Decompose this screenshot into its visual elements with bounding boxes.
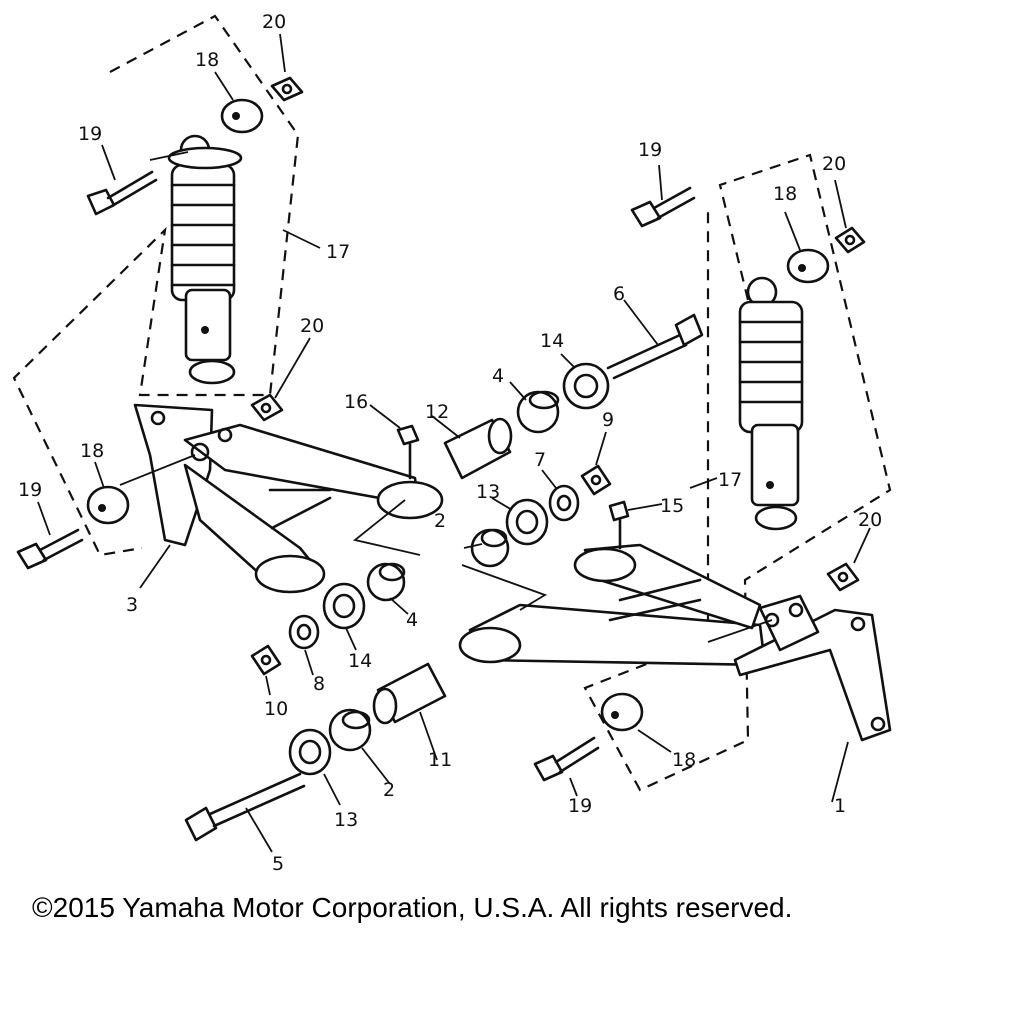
callout-label: 17 xyxy=(326,241,350,263)
callout-label: 19 xyxy=(18,479,42,501)
callout-label: 1 xyxy=(834,795,846,817)
nut-20-top-right xyxy=(834,226,866,254)
right-a-arm xyxy=(458,543,892,742)
bolt-19-mid-left xyxy=(16,528,84,570)
washer-8 xyxy=(288,614,320,650)
nut-20-top-left xyxy=(270,76,304,102)
callout-label: 18 xyxy=(672,749,696,771)
guide-lines xyxy=(119,151,773,643)
bushing-18-mid-left xyxy=(86,485,130,525)
copyright-notice: ©2015 Yamaha Motor Corporation, U.S.A. A… xyxy=(32,892,793,923)
nut-20-right xyxy=(826,562,860,592)
bushing-18-top-right xyxy=(786,248,830,284)
callout-label: 4 xyxy=(406,609,418,631)
callout-label: 19 xyxy=(638,139,662,161)
suspension-exploded-diagram: 20 18 19 17 20 18 19 3 16 12 4 14 6 9 7 … xyxy=(12,11,892,875)
callout-label: 11 xyxy=(428,749,452,771)
washer-14-low xyxy=(322,582,366,630)
nut-20-mid-left xyxy=(250,393,284,422)
bushing-2-mid xyxy=(470,528,510,568)
washer-14-top xyxy=(562,362,610,410)
callout-label: 18 xyxy=(80,440,104,462)
bushing-4-top xyxy=(516,390,560,434)
callout-label: 20 xyxy=(262,11,286,33)
nut-10 xyxy=(250,644,282,676)
callout-label: 2 xyxy=(434,510,446,532)
callout-label: 3 xyxy=(126,594,138,616)
bolt-19-top-left xyxy=(86,170,158,216)
collar-12 xyxy=(443,417,513,480)
callout-label: 6 xyxy=(613,283,625,305)
bushing-2-low xyxy=(328,708,372,752)
callout-label: 7 xyxy=(534,449,546,471)
grease-nipple-15 xyxy=(608,500,630,550)
left-shock-absorber xyxy=(167,134,243,385)
callout-label: 14 xyxy=(348,650,372,672)
washer-7 xyxy=(548,484,580,522)
nut-9 xyxy=(580,464,612,496)
washer-13-mid xyxy=(505,498,549,546)
callout-label: 18 xyxy=(195,49,219,71)
callout-label: 5 xyxy=(272,853,284,875)
bolt-6 xyxy=(606,313,704,380)
callout-label: 20 xyxy=(300,315,324,337)
callout-label: 17 xyxy=(718,469,742,491)
callout-label: 4 xyxy=(492,365,504,387)
bolt-19-top-right xyxy=(630,186,696,228)
callout-label: 14 xyxy=(540,330,564,352)
callout-label: 20 xyxy=(858,509,882,531)
assembly-outline-left xyxy=(12,14,300,557)
callout-label: 15 xyxy=(660,495,684,517)
bushing-4-low xyxy=(366,562,406,602)
callout-label: 19 xyxy=(568,795,592,817)
callout-label: 18 xyxy=(773,183,797,205)
callout-label: 19 xyxy=(78,123,102,145)
callout-label: 16 xyxy=(344,391,368,413)
callout-label: 13 xyxy=(334,809,358,831)
callout-label: 20 xyxy=(822,153,846,175)
callout-label: 8 xyxy=(313,673,325,695)
right-shock-absorber xyxy=(738,276,804,531)
grease-nipple-16 xyxy=(396,424,420,480)
bolt-19-bottom-right xyxy=(533,736,600,782)
callout-leaders xyxy=(37,33,871,853)
callout-label: 9 xyxy=(602,409,614,431)
callout-label: 2 xyxy=(383,779,395,801)
bolt-5 xyxy=(184,772,306,842)
washer-13-low xyxy=(288,728,332,776)
bushing-18-top-left xyxy=(220,98,264,134)
collar-11 xyxy=(372,662,447,725)
callout-label: 12 xyxy=(425,401,449,423)
callout-label: 13 xyxy=(476,481,500,503)
callout-label: 10 xyxy=(264,698,288,720)
bushing-18-bottom-right xyxy=(600,692,644,732)
